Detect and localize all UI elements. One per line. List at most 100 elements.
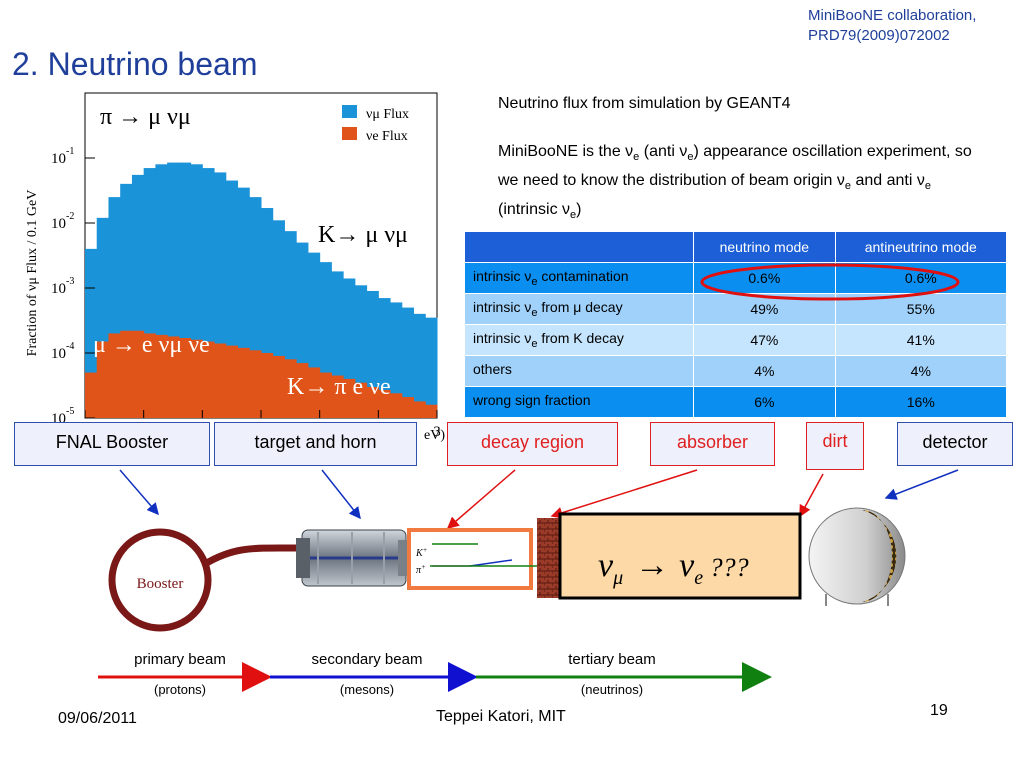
booster-extraction-line — [203, 544, 301, 568]
nue-flux-bar — [131, 330, 145, 418]
mesons-label: (mesons) — [340, 682, 394, 697]
annotation-k-e3-decay: K→ π e νe — [287, 374, 391, 400]
nue-flux-bar — [354, 382, 368, 418]
label-decay-region: decay region — [447, 422, 618, 466]
nue-flux-bar — [249, 350, 262, 418]
table-header-neutrino-mode: neutrino mode — [693, 231, 836, 263]
cell-neutrino: 6% — [693, 386, 836, 418]
table-row: others 4% 4% — [463, 355, 1008, 387]
nue-flux-bar — [225, 345, 239, 418]
pointer-detector — [884, 469, 959, 500]
flux-chart: 00.511.522.5310-110-210-310-410-5 Fracti… — [25, 92, 445, 443]
nue-flux-bar — [390, 393, 403, 418]
legend-swatch-numu — [342, 105, 357, 118]
absorber-wall — [537, 518, 559, 598]
nue-flux-bar — [178, 338, 192, 418]
annotation-mu-decay: μ → e νμ νe — [93, 332, 210, 358]
cell-antineutrino: 16% — [834, 386, 1008, 418]
numu-flux-bar — [378, 298, 391, 418]
annotation-pi-decay: π → μ νμ — [100, 104, 191, 130]
table-row: intrinsic νe from μ decay 49% 55% — [463, 293, 1008, 325]
label-dirt: dirt — [806, 422, 864, 470]
legend-numu: νμ Flux — [366, 107, 409, 122]
table-header-empty — [463, 231, 695, 263]
nue-flux-bar — [307, 367, 321, 418]
legend-nue: νe Flux — [366, 129, 408, 144]
nue-flux-bar — [296, 363, 309, 418]
tertiary-beam-label: tertiary beam — [568, 651, 656, 668]
nue-flux-bar — [401, 397, 415, 418]
nue-flux-bar — [167, 336, 180, 418]
footer-date: 09/06/2011 — [58, 710, 137, 727]
primary-beam-label: primary beam — [134, 651, 226, 668]
cell-antineutrino: 4% — [834, 355, 1008, 387]
table-row: wrong sign fraction 6% 16% — [463, 386, 1008, 418]
nue-flux-bar — [331, 375, 344, 418]
legend-swatch-nue — [342, 127, 357, 140]
numu-flux-bar — [401, 307, 415, 418]
pointer-absorber — [550, 469, 698, 519]
protons-label: (protons) — [154, 682, 206, 697]
nue-flux-bar — [120, 330, 133, 418]
neutrinos-label: (neutrinos) — [581, 682, 643, 697]
nue-flux-bar — [85, 372, 98, 418]
description-paragraph: MiniBooNE is the νe (anti νe) appearance… — [498, 143, 972, 222]
oscillation-text: νμ→νe ??? — [598, 547, 749, 589]
table-header-row: neutrino mode antineutrino mode — [463, 231, 1008, 263]
nue-flux-bar — [143, 333, 156, 418]
description: Neutrino flux from simulation by GEANT4 … — [498, 92, 978, 252]
x-tick-label: 3 — [433, 424, 441, 440]
nue-flux-bar — [413, 401, 426, 418]
detector-sphere — [808, 507, 906, 605]
row-label: intrinsic νe contamination — [463, 262, 695, 294]
citation: MiniBooNE collaboration, PRD79(2009)0720… — [808, 7, 977, 44]
horn-end-left — [296, 538, 310, 578]
page-title: 2. Neutrino beam — [12, 46, 258, 82]
decay-region-box — [407, 528, 533, 590]
nue-flux-bar — [108, 333, 121, 418]
nue-flux-bar — [319, 372, 332, 418]
row-label: intrinsic νe from K decay — [463, 324, 695, 356]
numu-flux-bar — [413, 313, 426, 418]
nue-flux-bar — [190, 339, 203, 418]
cell-neutrino: 47% — [693, 324, 836, 356]
secondary-beam-label: secondary beam — [312, 651, 423, 668]
booster-label: Booster — [137, 576, 184, 592]
nue-flux-bar — [96, 341, 109, 418]
nue-flux-bar — [202, 341, 215, 418]
row-label: others — [463, 355, 695, 387]
highlight-ellipse — [700, 263, 960, 301]
booster-ring — [108, 528, 212, 632]
cell-neutrino: 4% — [693, 355, 836, 387]
nue-flux-bar — [343, 378, 356, 418]
cell-antineutrino: 0.6% — [834, 262, 1008, 294]
kaon-label: K+ — [415, 546, 428, 559]
numu-flux-bar — [390, 302, 403, 418]
label-target-horn: target and horn — [214, 422, 417, 466]
pointer-decay — [446, 469, 516, 529]
label-fnal-booster: FNAL Booster — [14, 422, 210, 466]
label-detector: detector — [897, 422, 1013, 466]
table-header-antineutrino-mode: antineutrino mode — [834, 231, 1008, 263]
beamline-diagram: Booster K+ π+ νμ→νe ??? primary beam sec… — [98, 469, 959, 697]
nue-flux-bar — [366, 386, 379, 418]
y-tick-label: 10-1 — [51, 146, 74, 167]
dirt-region — [558, 512, 802, 600]
label-absorber: absorber — [650, 422, 775, 466]
row-label: intrinsic νe from μ decay — [463, 293, 695, 325]
nue-flux-bar — [155, 334, 168, 418]
pointer-booster — [119, 469, 159, 516]
table-row: intrinsic νe from K decay 47% 41% — [463, 324, 1008, 356]
annotation-k-mu-decay: K→ μ νμ — [318, 222, 408, 248]
cell-antineutrino: 41% — [834, 324, 1008, 356]
nue-flux-bar — [272, 355, 285, 418]
nue-flux-bar — [261, 353, 274, 418]
y-tick-label: 10-2 — [51, 211, 74, 232]
nue-flux-bar — [425, 404, 438, 418]
row-label: wrong sign fraction — [463, 386, 695, 418]
pointer-dirt — [799, 473, 824, 518]
y-axis-label: Fraction of νμ Flux / 0.1 GeV — [25, 190, 40, 357]
nue-flux-bar — [378, 389, 391, 418]
x-axis-label: eV) — [424, 428, 445, 443]
pointer-horn — [321, 469, 361, 520]
